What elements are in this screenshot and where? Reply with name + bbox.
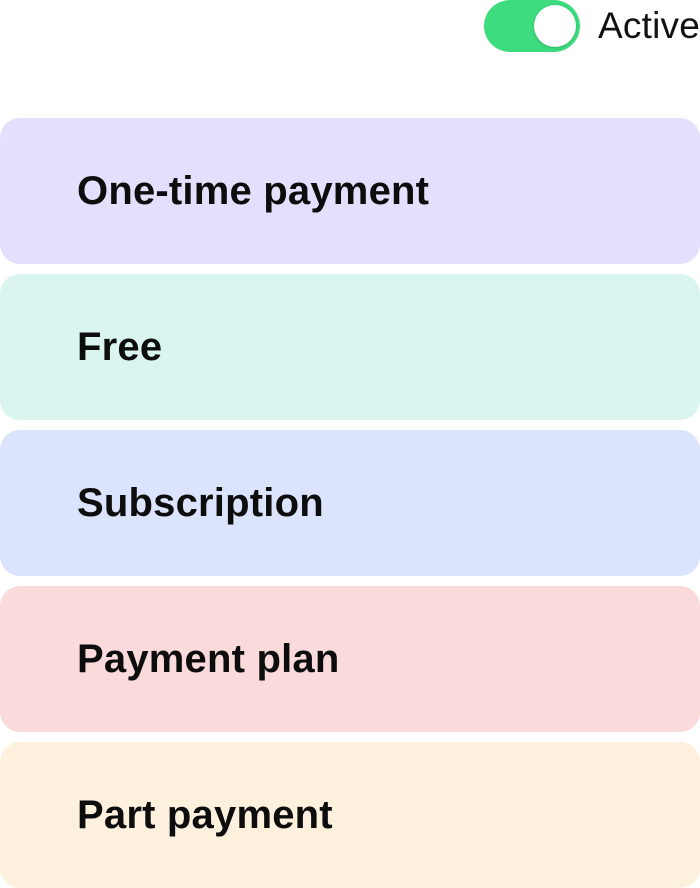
payment-option-label: Part payment [77, 792, 333, 837]
active-toggle-switch[interactable] [484, 0, 581, 52]
payment-option-part-payment[interactable]: Part payment [0, 742, 700, 888]
status-toggle-row: Active [484, 0, 700, 52]
payment-option-one-time[interactable]: One-time payment [0, 118, 700, 264]
payment-option-label: Payment plan [77, 636, 340, 681]
payment-option-label: Free [77, 324, 163, 369]
payment-option-label: One-time payment [77, 168, 430, 213]
payment-option-payment-plan[interactable]: Payment plan [0, 586, 700, 732]
toggle-label: Active [598, 5, 700, 46]
payment-option-list: One-time payment Free Subscription Payme… [0, 118, 700, 888]
toggle-knob [534, 5, 577, 47]
payment-option-label: Subscription [77, 480, 324, 525]
payment-option-subscription[interactable]: Subscription [0, 430, 700, 576]
payment-option-free[interactable]: Free [0, 274, 700, 420]
